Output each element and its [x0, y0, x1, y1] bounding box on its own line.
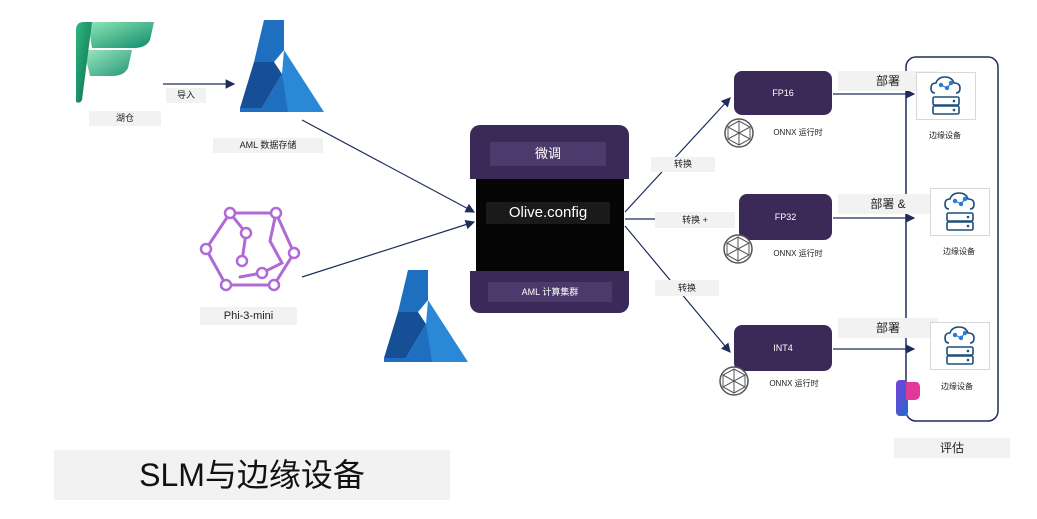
edge-device-label-3: 边缘设备	[941, 382, 973, 391]
edge-device-box-3	[930, 322, 990, 370]
fp32-model: FP32	[739, 194, 832, 240]
aml-compute-label: AML 计算集群	[488, 282, 612, 302]
deploy-label-2: 部署 &	[838, 194, 938, 214]
deploy-label-1: 部署	[838, 71, 938, 91]
arrow-olive-to-fp16	[624, 97, 731, 213]
evaluation-group-border	[905, 56, 999, 422]
edge-device-label-2: 边缘设备	[943, 247, 975, 256]
edge-device-box-2	[930, 188, 990, 236]
phi3-logo	[196, 205, 306, 301]
cloud-server-icon	[944, 326, 975, 365]
olive-config-panel	[476, 179, 624, 271]
arrow-datastore-to-olive	[301, 119, 476, 213]
deploy-label-3: 部署	[838, 318, 938, 338]
import-label: 导入	[166, 88, 206, 103]
azure-ml-logo-bottom	[380, 268, 470, 364]
cloud-server-icon	[930, 76, 961, 115]
lakehouse-label: 湖仓	[89, 111, 161, 126]
finetune-label: 微调	[490, 142, 606, 166]
onnx-runtime-label-int4: ONNX 运行时	[769, 379, 819, 388]
edge-device-box-1	[916, 72, 976, 120]
aml-datastore-label: AML 数据存储	[213, 138, 323, 153]
evaluate-label: 评估	[894, 438, 1010, 458]
int4-model: INT4	[734, 325, 832, 371]
page-title: SLM与边缘设备	[54, 450, 450, 500]
convert-label-int4: 转换	[655, 280, 719, 296]
arrow-phi-to-olive	[301, 219, 476, 278]
onnx-icon-fp32	[722, 233, 754, 265]
phi3-label: Phi-3-mini	[200, 307, 297, 325]
onnx-icon-int4	[718, 365, 750, 397]
olive-config-label: Olive.config	[486, 202, 610, 224]
convert-label-fp16: 转换	[651, 157, 715, 172]
fp16-model: FP16	[734, 71, 832, 115]
onnx-runtime-label-fp32: ONNX 运行时	[773, 249, 823, 258]
cloud-server-icon	[944, 192, 975, 231]
prompt-flow-logo	[892, 378, 922, 418]
onnx-icon-fp16	[723, 117, 755, 149]
azure-ml-logo-top	[236, 18, 326, 114]
onnx-runtime-label-fp16: ONNX 运行时	[773, 128, 823, 137]
convert-label-fp32: 转换 +	[655, 212, 735, 228]
edge-device-label-1: 边缘设备	[929, 131, 961, 140]
fabric-logo	[68, 18, 158, 104]
